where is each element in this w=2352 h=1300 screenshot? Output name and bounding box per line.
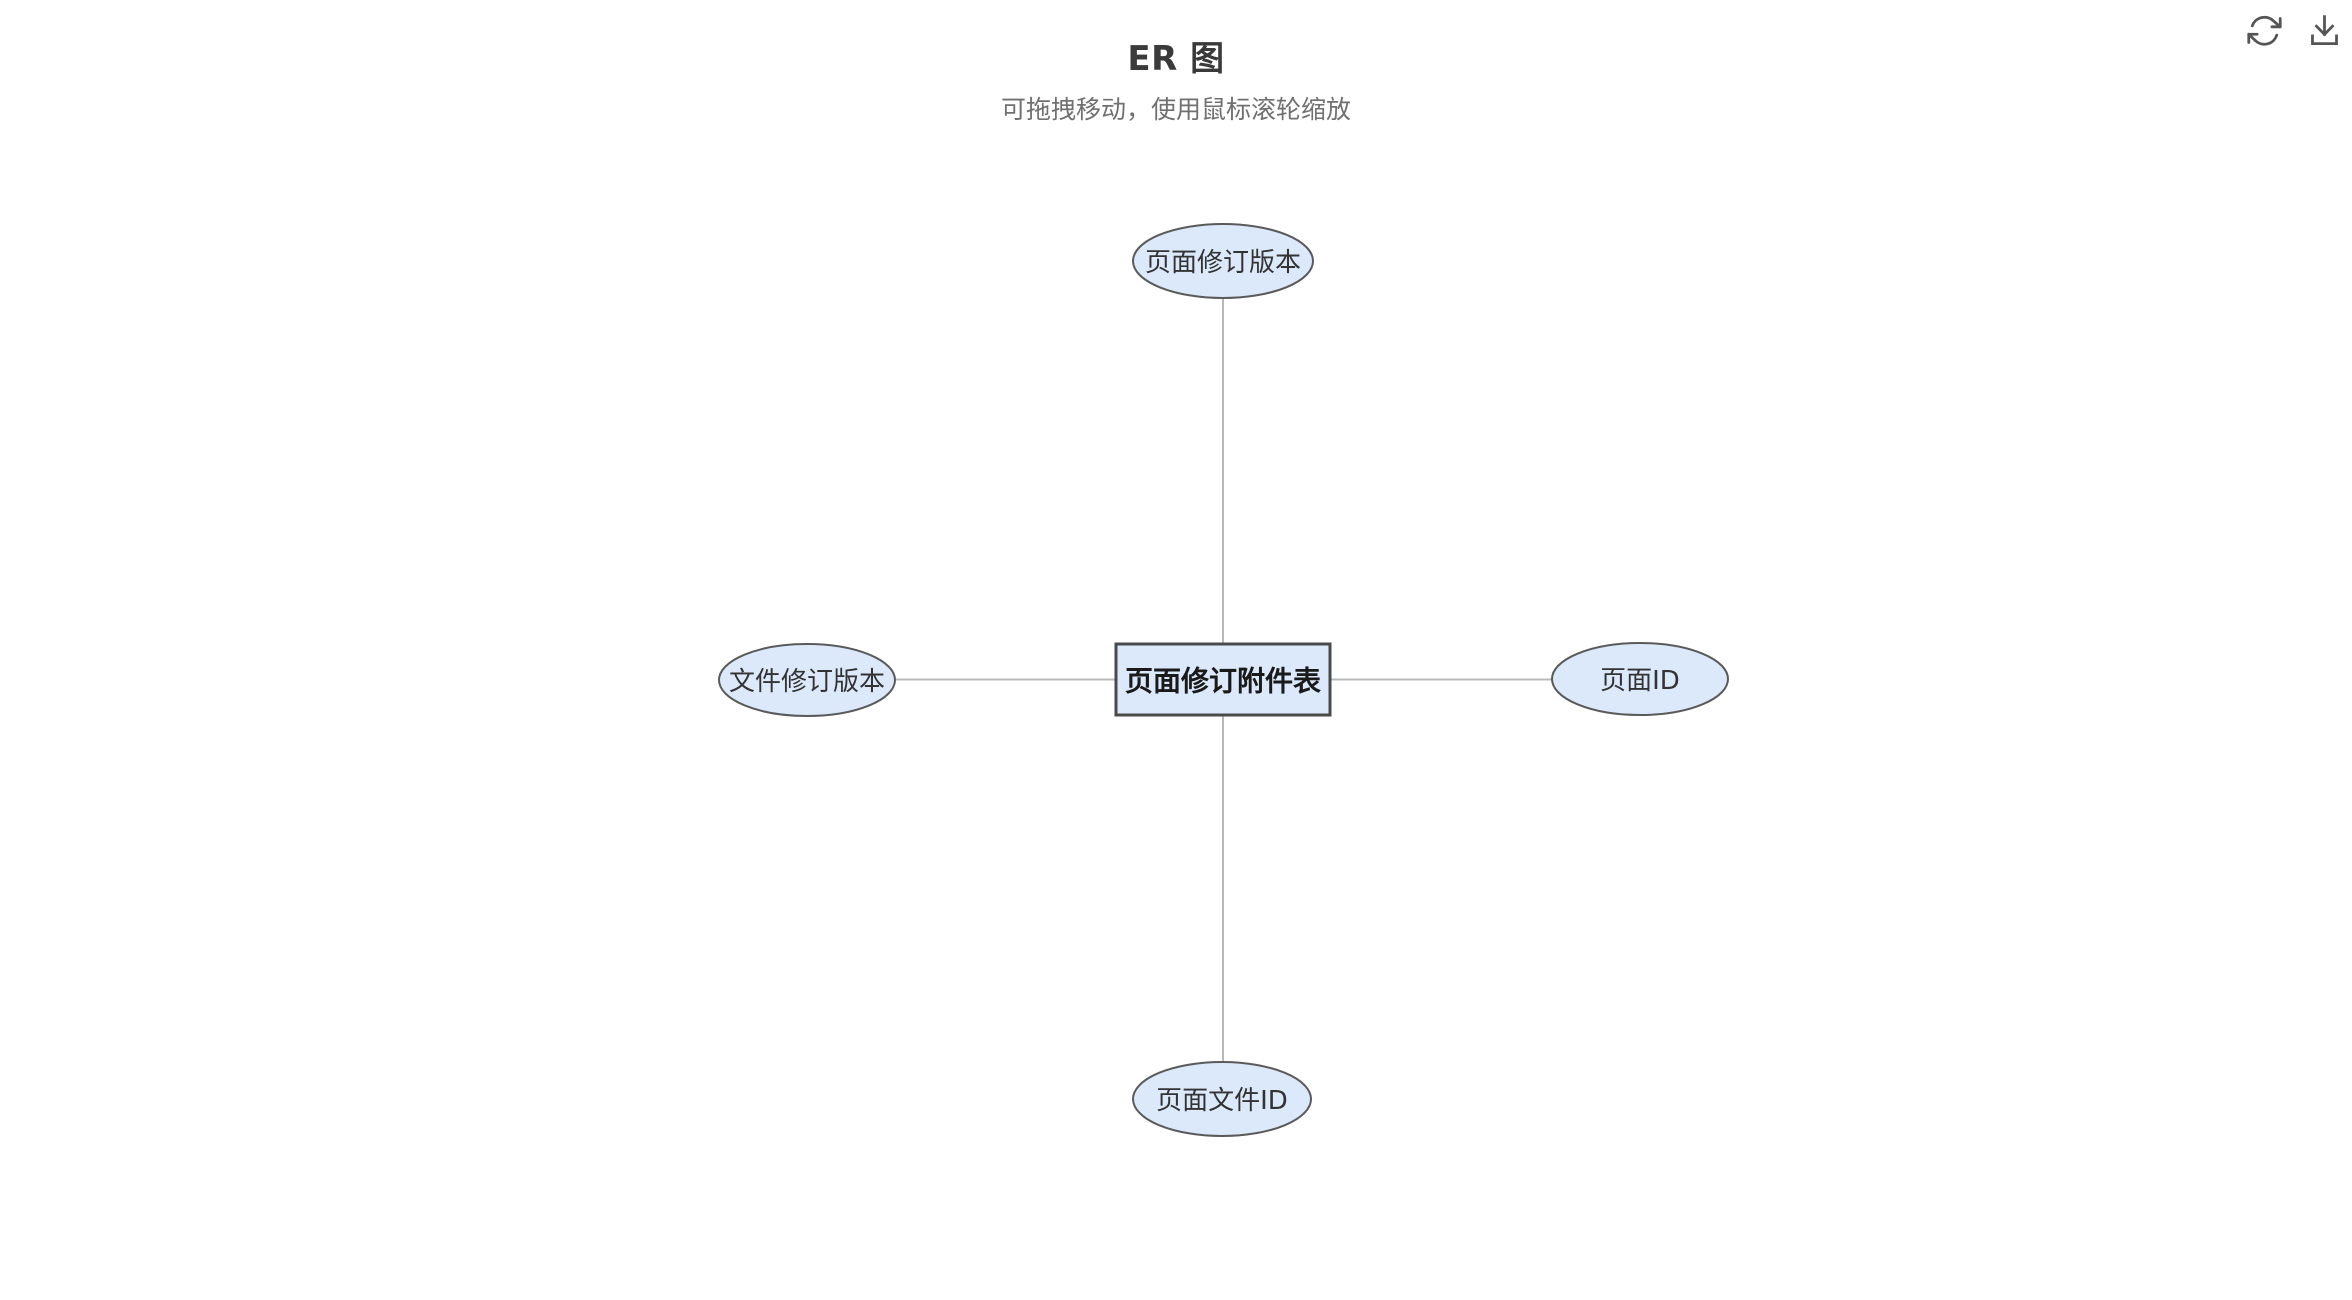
entity-node[interactable]: 页面修订附件表	[1114, 642, 1332, 717]
download-icon	[2310, 14, 2338, 45]
refresh-button[interactable]	[2244, 10, 2284, 50]
attribute-label: 文件修订版本	[729, 667, 885, 697]
attribute-node-left[interactable]: 文件修订版本	[718, 643, 896, 717]
entity-label: 页面修订附件表	[1125, 665, 1321, 698]
entity-rectangle	[1114, 642, 1332, 717]
download-button[interactable]	[2304, 10, 2344, 50]
refresh-icon	[2246, 15, 2282, 46]
attribute-ellipse	[1132, 223, 1314, 299]
attribute-ellipse	[1551, 642, 1729, 716]
attribute-label: 页面修订版本	[1145, 248, 1301, 278]
attribute-node-top[interactable]: 页面修订版本	[1132, 223, 1314, 299]
attribute-label: 页面ID	[1600, 666, 1680, 696]
toolbar	[2244, 10, 2344, 50]
attribute-ellipse	[1132, 1061, 1312, 1137]
attribute-ellipse	[718, 643, 896, 717]
attribute-node-right[interactable]: 页面ID	[1551, 642, 1729, 716]
attribute-label: 页面文件ID	[1156, 1086, 1288, 1116]
attribute-node-bottom[interactable]: 页面文件ID	[1132, 1061, 1312, 1137]
